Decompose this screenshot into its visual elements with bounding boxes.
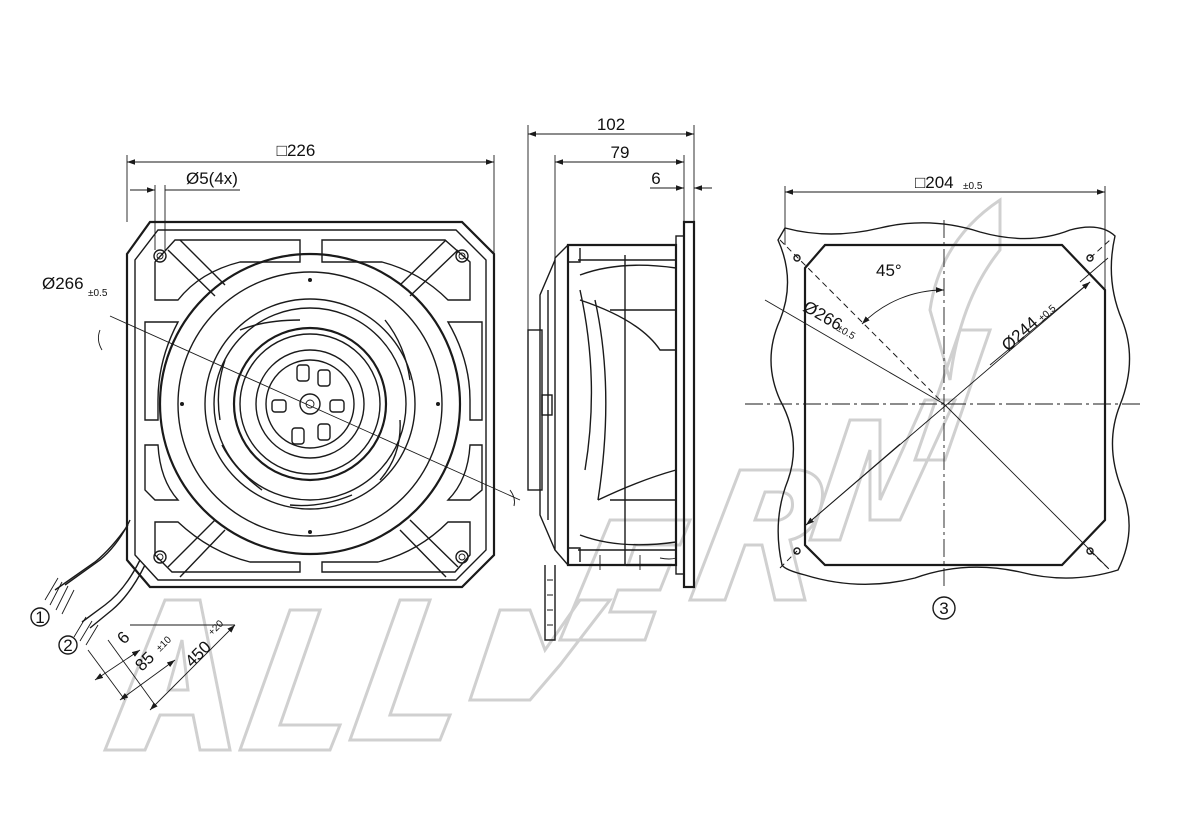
housing-outline <box>125 220 496 589</box>
width-dim: □226 <box>277 141 316 160</box>
lead-length-tol: +20 <box>206 618 226 638</box>
strip-length-tol: ±10 <box>154 634 174 654</box>
cutout-dim: □204 <box>915 173 954 192</box>
panel-break-outline <box>770 222 1131 586</box>
hole-dim: Ø5(4x) <box>186 169 238 188</box>
cutout-square <box>803 243 1107 567</box>
callout-2: 2 <box>63 636 72 655</box>
side-view: 102 79 6 <box>527 115 712 641</box>
watermark-logo <box>102 197 1002 752</box>
body-depth-dim: 79 <box>611 143 630 162</box>
sleeve-dim: 6 <box>113 628 133 648</box>
bolt-circle-tol: ±0.5 <box>88 288 108 299</box>
inner-circle-tol: ±0.5 <box>1037 303 1059 324</box>
cutout-tol: ±0.5 <box>963 181 983 192</box>
callout-1: 1 <box>35 608 44 627</box>
inner-circle-dim: Ø244 <box>998 313 1042 355</box>
angle-dim: 45° <box>876 261 902 280</box>
overall-depth-dim: 102 <box>597 115 625 134</box>
flange-dim: 6 <box>651 169 660 188</box>
hole-circle-tol: ±0.5 <box>835 323 858 342</box>
cutout-view: 45° □204 ±0.5 Ø266 ±0.5 Ø244 ±0.5 3 <box>745 173 1140 620</box>
bolt-circle-dim: Ø266 <box>42 274 84 293</box>
front-view: 1 2 6 85 ±10 450 +20 □226 Ø5(4x) Ø266 ±0… <box>30 141 521 711</box>
callout-3: 3 <box>939 599 948 618</box>
